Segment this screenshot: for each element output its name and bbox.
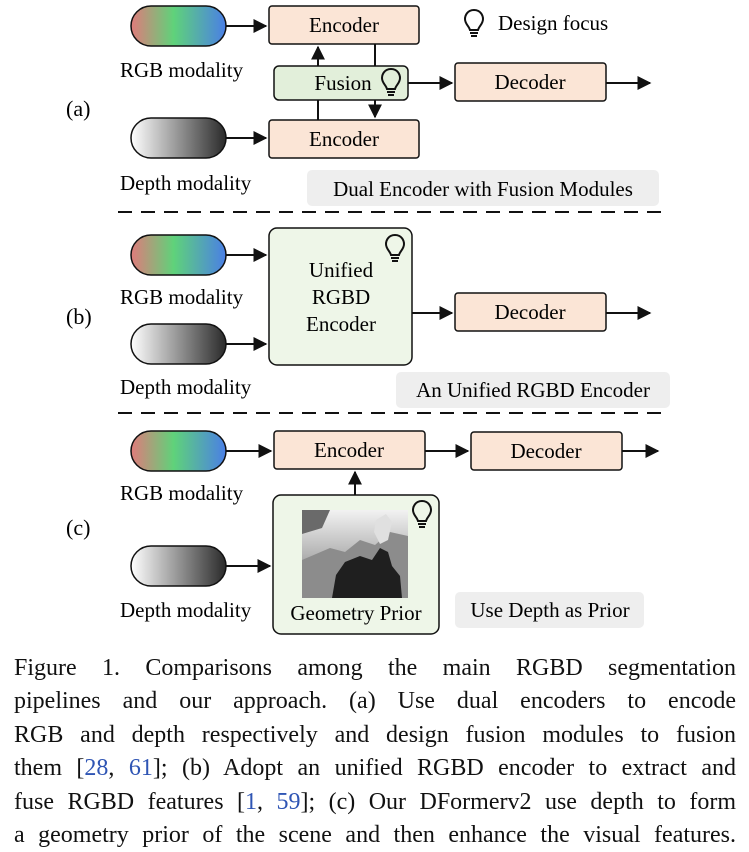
unified-line-1: Unified: [309, 258, 374, 282]
panel-a-title-tag: [307, 170, 659, 206]
panel-b-title: An Unified RGBD Encoder: [416, 378, 650, 402]
caption-line: them [28, 61]; (b) Adopt an unified RGBD…: [14, 755, 737, 782]
rgb-modality-label: RGB modality: [120, 58, 244, 82]
encoder-box-bottom: [268, 119, 420, 159]
encoder-box-top: [268, 5, 420, 45]
rgb-modality-pill: [130, 5, 227, 47]
panel-c-title: Use Depth as Prior: [470, 598, 629, 622]
pipeline-diagram: Design focus (a) RGB modality Depth moda…: [66, 5, 670, 635]
decoder-label: Decoder: [494, 300, 565, 324]
rgb-modality-label: RGB modality: [120, 481, 244, 505]
caption-line: fuse RGBD features [1, 59]; (c) Our DFor…: [14, 788, 736, 815]
design-focus-legend: Design focus: [464, 9, 608, 37]
depth-modality-label: Depth modality: [120, 171, 252, 195]
depth-modality-pill: [130, 117, 227, 159]
depth-modality-pill: [130, 545, 227, 587]
panel-a-title: Dual Encoder with Fusion Modules: [333, 177, 633, 201]
rgb-modality-label: RGB modality: [120, 285, 244, 309]
panel-c: (c) RGB modality Depth modality Encoder …: [66, 430, 660, 635]
panel-b: (b) RGB modality Depth modality Unified …: [66, 227, 670, 408]
citation-link[interactable]: 28: [84, 755, 109, 782]
rgb-modality-pill: [130, 234, 227, 276]
decoder-label: Decoder: [510, 439, 581, 463]
lightbulb-icon: [464, 9, 484, 37]
panel-a: (a) RGB modality Depth modality Encoder …: [66, 5, 659, 206]
citation-link[interactable]: 1: [245, 788, 258, 815]
geometry-prior-label: Geometry Prior: [290, 601, 421, 625]
depth-map-thumbnail: [302, 510, 408, 598]
unified-rgbd-encoder-box: [268, 227, 413, 366]
caption-line: Figure 1. Comparisons among the main RGB…: [14, 655, 736, 681]
panel-a-tag: (a): [66, 96, 90, 121]
decoder-label: Decoder: [494, 70, 565, 94]
fusion-label: Fusion: [314, 71, 372, 95]
depth-modality-pill: [130, 323, 227, 365]
citation-link[interactable]: 59: [276, 788, 301, 815]
encoder-label: Encoder: [314, 438, 384, 462]
caption-line: RGB and depth respectively and design fu…: [14, 721, 736, 748]
figure-caption: Figure 1. Comparisons among the main RGB…: [14, 652, 736, 852]
rgb-modality-pill: [130, 430, 227, 472]
depth-modality-label: Depth modality: [120, 598, 252, 622]
design-focus-label: Design focus: [498, 11, 608, 35]
caption-line: a geometry prior of the scene and then e…: [14, 822, 736, 849]
encoder-bottom-label: Encoder: [309, 127, 379, 151]
unified-line-2: RGBD: [312, 285, 370, 309]
panel-c-title-tag: [455, 592, 644, 628]
depth-modality-label: Depth modality: [120, 375, 252, 399]
panel-b-title-tag: [396, 372, 670, 408]
unified-line-3: Encoder: [306, 312, 376, 336]
panel-b-tag: (b): [66, 304, 92, 329]
caption-line: pipelines and our approach. (a) Use dual…: [14, 688, 736, 715]
citation-link[interactable]: 61: [128, 755, 153, 782]
panel-c-tag: (c): [66, 515, 90, 540]
encoder-top-label: Encoder: [309, 13, 379, 37]
